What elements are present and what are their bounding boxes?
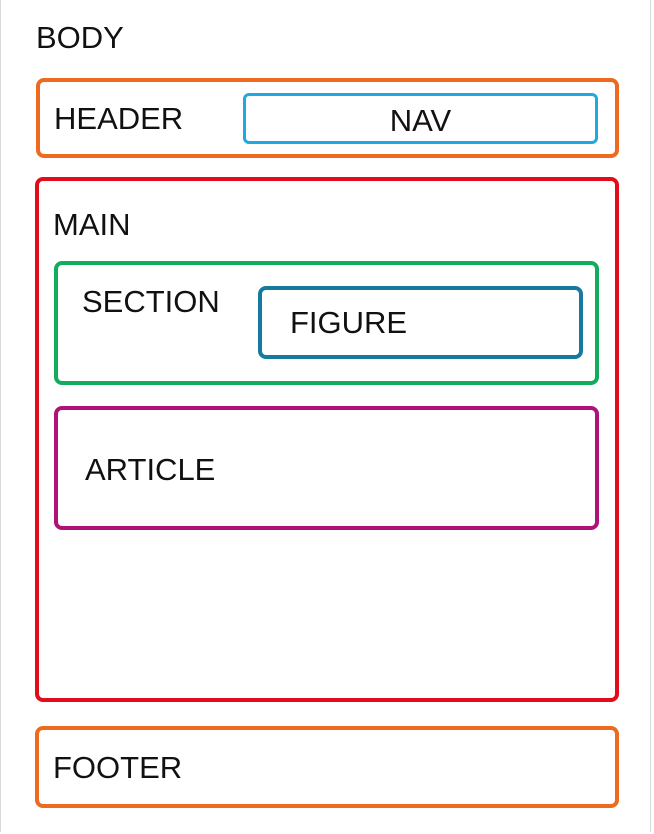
section-box: SECTION FIGURE: [54, 261, 599, 385]
figure-box: FIGURE: [258, 286, 583, 359]
article-box: ARTICLE: [54, 406, 599, 530]
header-box: HEADER NAV: [36, 78, 619, 158]
section-label: SECTION: [82, 284, 220, 319]
footer-label: FOOTER: [53, 750, 183, 785]
footer-box: FOOTER: [35, 726, 619, 808]
header-label: HEADER: [54, 101, 184, 136]
nav-label: NAV: [389, 103, 452, 138]
article-label: ARTICLE: [85, 452, 216, 487]
figure-label: FIGURE: [290, 305, 408, 340]
nav-box: NAV: [243, 93, 598, 144]
main-label: MAIN: [53, 207, 131, 242]
body-label: BODY: [36, 20, 124, 55]
main-box: MAIN SECTION FIGURE ARTICLE: [35, 177, 619, 702]
